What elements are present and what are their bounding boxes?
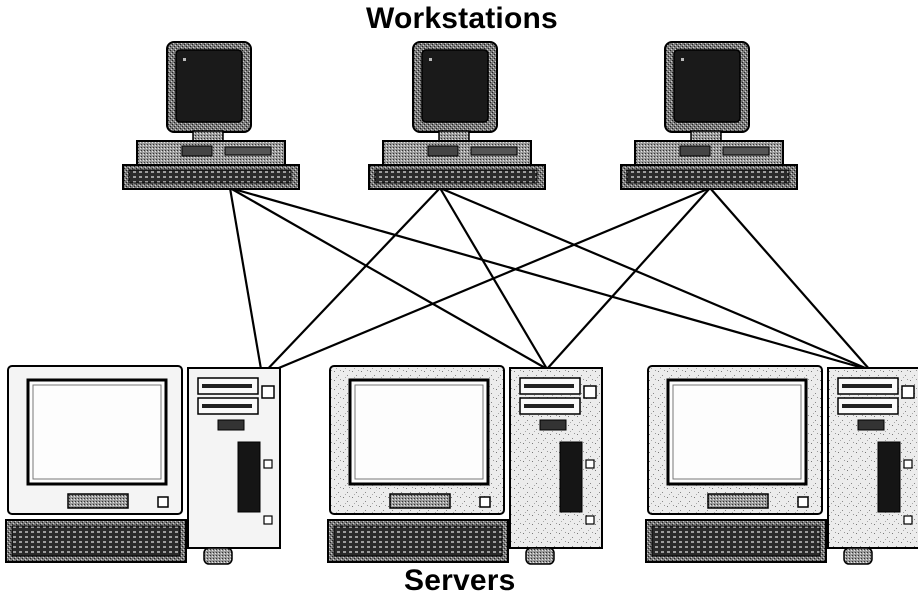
drive-bay (679, 145, 711, 157)
tower-led (263, 515, 273, 525)
connection-line (228, 187, 264, 376)
drive-slot-1 (524, 384, 574, 388)
server-mouse (203, 547, 233, 565)
workstation-computer (620, 41, 798, 190)
front-panel (224, 146, 272, 156)
workstation-computer (122, 41, 300, 190)
connection-line (229, 187, 548, 370)
server-keyboard-keys (333, 525, 503, 557)
monitor-stand (192, 130, 224, 142)
server-monitor-base (389, 493, 451, 509)
tower-vent (237, 441, 261, 513)
server-monitor-screen (26, 378, 168, 486)
server-computer (5, 365, 281, 565)
floppy-drive (539, 419, 567, 431)
server-screen-bezel (354, 384, 484, 480)
connection-line (229, 186, 871, 372)
tower-button (901, 385, 915, 399)
tower-button (583, 385, 597, 399)
power-button (157, 496, 169, 508)
tower-button (261, 385, 275, 399)
server-monitor-base (707, 493, 769, 509)
keyboard-keys (626, 169, 790, 184)
server-monitor-screen (666, 378, 808, 486)
connection-line (546, 187, 711, 370)
monitor-stand (690, 130, 722, 142)
servers-label: Servers (404, 564, 516, 597)
server-keyboard-keys (651, 525, 821, 557)
front-panel (470, 146, 518, 156)
monitor-screen (421, 49, 489, 123)
connection-line (261, 187, 441, 376)
server-screen-bezel (672, 384, 802, 480)
monitor-screen (673, 49, 741, 123)
workstation-computer (368, 41, 546, 190)
tower-led (263, 459, 273, 469)
power-button (479, 496, 491, 508)
server-screen-bezel (32, 384, 162, 480)
cursor-mark (681, 58, 684, 61)
monitor-screen (175, 49, 243, 123)
tower-led (903, 515, 913, 525)
floppy-drive (857, 419, 885, 431)
servers-group (5, 365, 918, 565)
drive-slot-2 (524, 404, 574, 408)
drive-bay (181, 145, 213, 157)
keyboard-keys (374, 169, 538, 184)
tower-led (903, 459, 913, 469)
connection-line (709, 187, 871, 371)
tower-vent (559, 441, 583, 513)
cursor-mark (183, 58, 186, 61)
tower-led (585, 515, 595, 525)
server-computer (327, 365, 603, 565)
server-computer (645, 365, 918, 565)
workstations-label: Workstations (366, 2, 558, 35)
server-keyboard-keys (11, 525, 181, 557)
drive-slot-1 (202, 384, 252, 388)
connection-line (261, 186, 711, 377)
drive-slot-2 (202, 404, 252, 408)
tower-vent (877, 441, 901, 513)
drive-slot-1 (842, 384, 892, 388)
workstations-group (122, 41, 798, 190)
server-mouse (525, 547, 555, 565)
drive-bay (427, 145, 459, 157)
drive-slot-2 (842, 404, 892, 408)
cursor-mark (429, 58, 432, 61)
floppy-drive (217, 419, 245, 431)
tower-led (585, 459, 595, 469)
power-button (797, 496, 809, 508)
keyboard-keys (128, 169, 292, 184)
front-panel (722, 146, 770, 156)
connection-line (439, 186, 871, 372)
server-mouse (843, 547, 873, 565)
server-monitor-base (67, 493, 129, 509)
monitor-stand (438, 130, 470, 142)
server-monitor-screen (348, 378, 490, 486)
connection-lines (228, 186, 871, 377)
